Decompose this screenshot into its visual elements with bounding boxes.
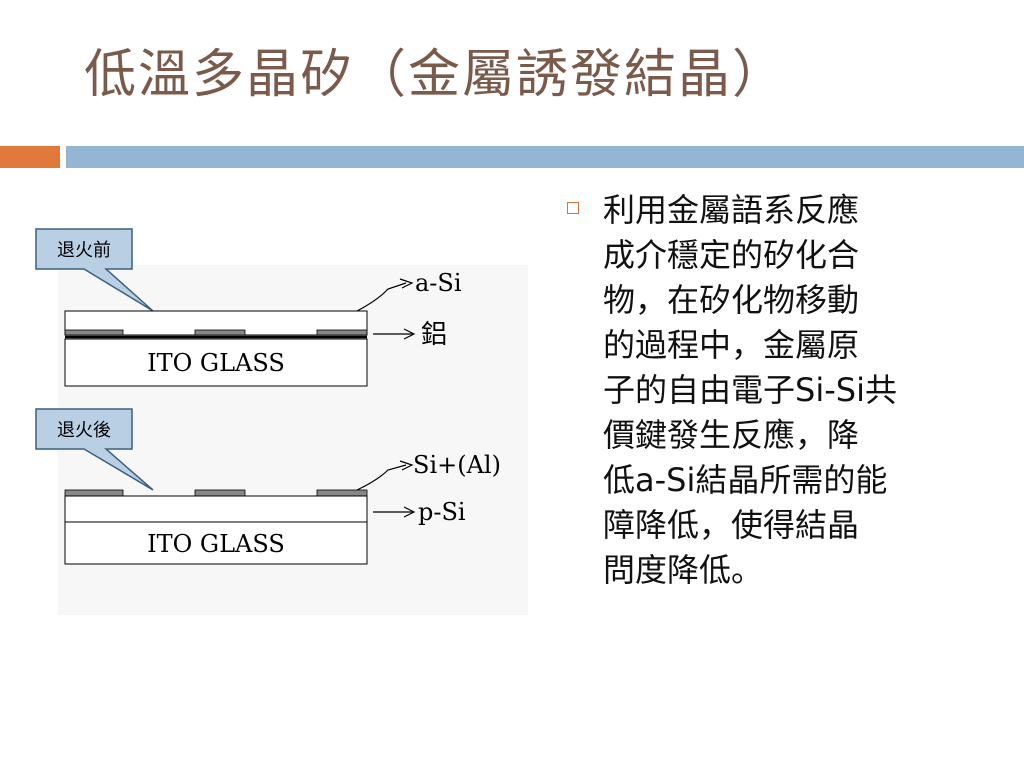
bullet-line: 物，在矽化物移動 <box>603 281 860 319</box>
after-callout-label: 退火後 <box>57 420 111 441</box>
a-si-label: a-Si <box>415 269 462 297</box>
si-al-pad <box>64 489 124 497</box>
bullet-line: 利用金屬語系反應 <box>603 191 860 229</box>
bullet-line: 低a-Si結晶所需的能 <box>603 461 888 499</box>
al-pad <box>316 329 368 336</box>
ito-glass-label: ITO GLASS <box>147 530 285 558</box>
ito-glass-substrate <box>64 521 368 565</box>
before-callout-bubble <box>35 228 154 312</box>
ito-glass-substrate <box>64 338 368 387</box>
si-al-arrow <box>356 464 407 491</box>
bullet-line: 價鍵發生反應，降 <box>603 416 860 454</box>
si-al-arrowhead <box>399 460 414 471</box>
al-arrowhead <box>403 328 416 340</box>
bullet-line: 成介穩定的矽化合 <box>603 236 860 274</box>
square-bullet-icon <box>567 202 579 214</box>
p-si-layer <box>64 495 368 523</box>
accent-bar-blue <box>66 146 1024 168</box>
anneal-diagram: 退火前 ITO GLASS a-Si 鋁 退火後 <box>28 225 528 615</box>
p-si-label: p-Si <box>418 498 466 526</box>
al-pad <box>64 329 124 336</box>
ito-glass-label: ITO GLASS <box>147 349 285 377</box>
a-si-arrowhead <box>399 278 414 289</box>
after-callout-bubble <box>35 408 154 491</box>
bullet-line: 障降低，使得結晶 <box>603 506 860 544</box>
p-si-arrowhead <box>403 506 416 518</box>
a-si-arrow <box>356 282 407 312</box>
al-pad <box>194 329 246 336</box>
before-callout-label: 退火前 <box>57 240 111 261</box>
si-al-pad <box>194 489 246 497</box>
bullet-text: 利用金屬語系反應 成介穩定的矽化合 物，在矽化物移動 的過程中，金屬原 子的自由… <box>603 188 973 593</box>
bullet-line: 的過程中，金屬原 <box>603 326 860 364</box>
si-al-pad <box>316 489 368 497</box>
bullet-line: 問度降低。 <box>603 551 764 589</box>
before-anneal-stack: 退火前 ITO GLASS a-Si 鋁 <box>35 228 462 387</box>
accent-bar-orange <box>0 146 60 168</box>
al-label: 鋁 <box>421 320 447 350</box>
bullet-line: 子的自由電子Si-Si共 <box>603 371 897 409</box>
after-anneal-stack: 退火後 ITO GLASS Si+(Al) p-Si <box>35 408 501 565</box>
slide-title: 低溫多晶矽（金屬誘發結晶） <box>84 45 787 105</box>
si-al-label: Si+(Al) <box>413 451 501 479</box>
